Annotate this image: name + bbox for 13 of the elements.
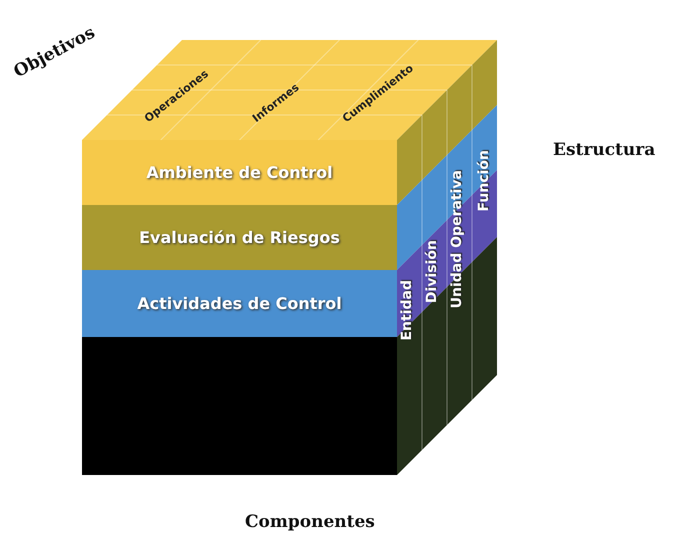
component-band — [82, 140, 397, 205]
band-label: Actividades de Control — [137, 294, 342, 313]
component-band — [82, 270, 397, 337]
structure-label: Unidad Operativa — [449, 170, 465, 308]
axis-title: Componentes — [245, 512, 375, 532]
structure-label: División — [424, 240, 440, 304]
component-band — [82, 205, 397, 270]
structure-label: Función — [476, 150, 492, 212]
axis-title: Estructura — [553, 140, 656, 160]
structure-label: Entidad — [399, 280, 415, 341]
band-label: Evaluación de Riesgos — [139, 228, 340, 247]
band-label: Ambiente de Control — [146, 163, 333, 182]
blank-band — [82, 337, 397, 475]
